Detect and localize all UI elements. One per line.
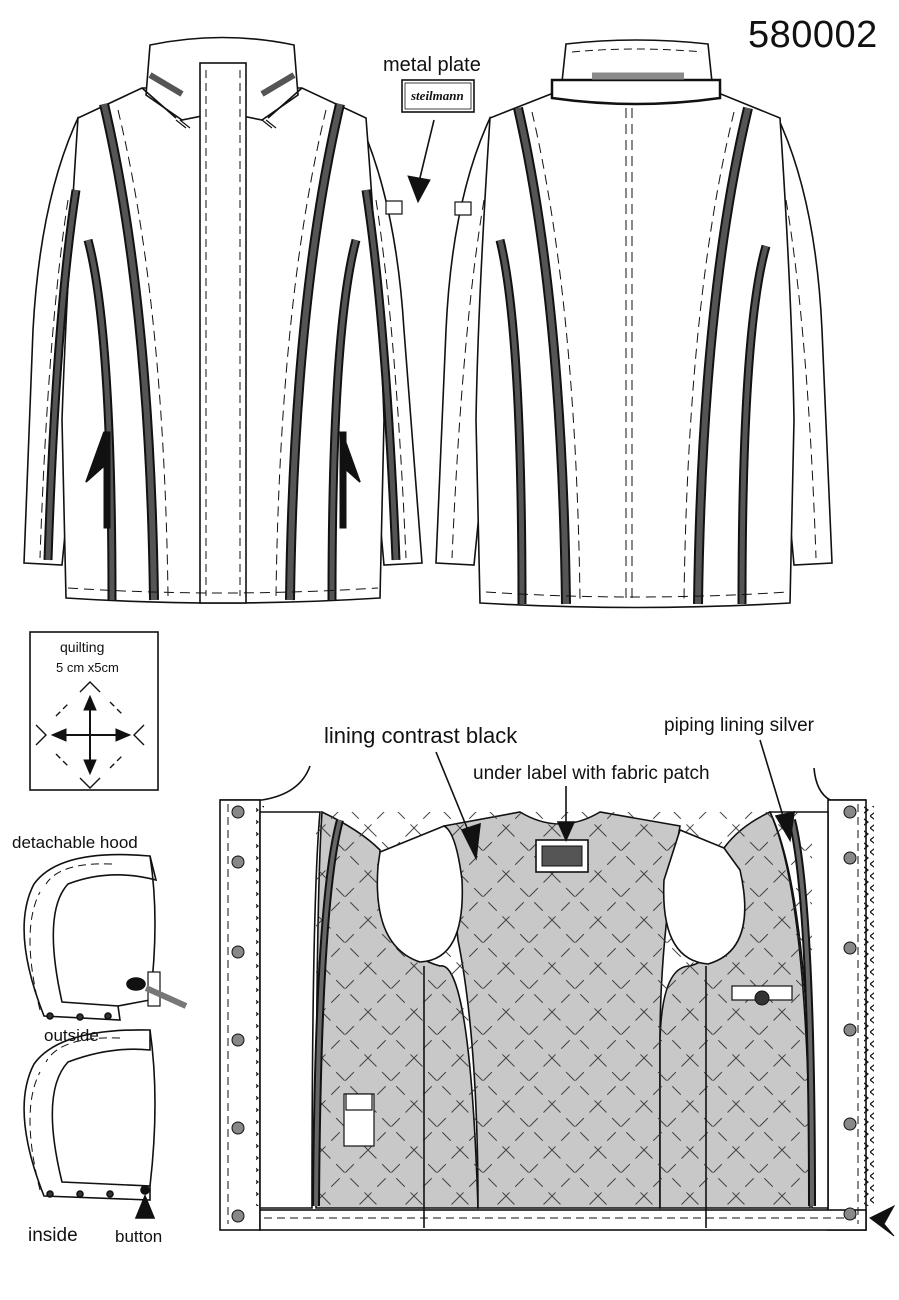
sleeve-metal-plate — [385, 200, 403, 215]
button-label: button — [115, 1227, 163, 1246]
lining-contrast-label: lining contrast black — [324, 723, 518, 748]
hood-inside-label: inside — [28, 1225, 78, 1246]
jacket-back-view — [435, 39, 833, 609]
plate-brand-text: steilmann — [411, 88, 464, 103]
style-number: 580002 — [748, 14, 878, 56]
back-collar — [561, 39, 713, 83]
quilting-label: quilting — [60, 639, 105, 655]
jacket-front-view — [23, 36, 423, 604]
hood-outside — [23, 853, 188, 1021]
callout-arrows — [435, 739, 795, 861]
front-left-pocket — [103, 431, 111, 529]
under-label-label: under label with fabric patch — [473, 763, 710, 784]
back-sleeve-plate — [454, 201, 472, 216]
quilting-detail — [29, 631, 159, 791]
quilting-size-label: 5 cm x5cm — [56, 660, 119, 675]
metal-plate-label: metal plate — [383, 54, 481, 76]
hood-inside — [23, 1029, 156, 1219]
back-body — [475, 91, 795, 609]
front-placket — [199, 62, 247, 604]
lining-view — [219, 765, 896, 1237]
metal-plate-callout — [401, 79, 475, 204]
detachable-hood-label: detachable hood — [12, 833, 138, 852]
hood-outside-label: outside — [44, 1026, 99, 1045]
piping-lining-label: piping lining silver — [664, 715, 814, 736]
